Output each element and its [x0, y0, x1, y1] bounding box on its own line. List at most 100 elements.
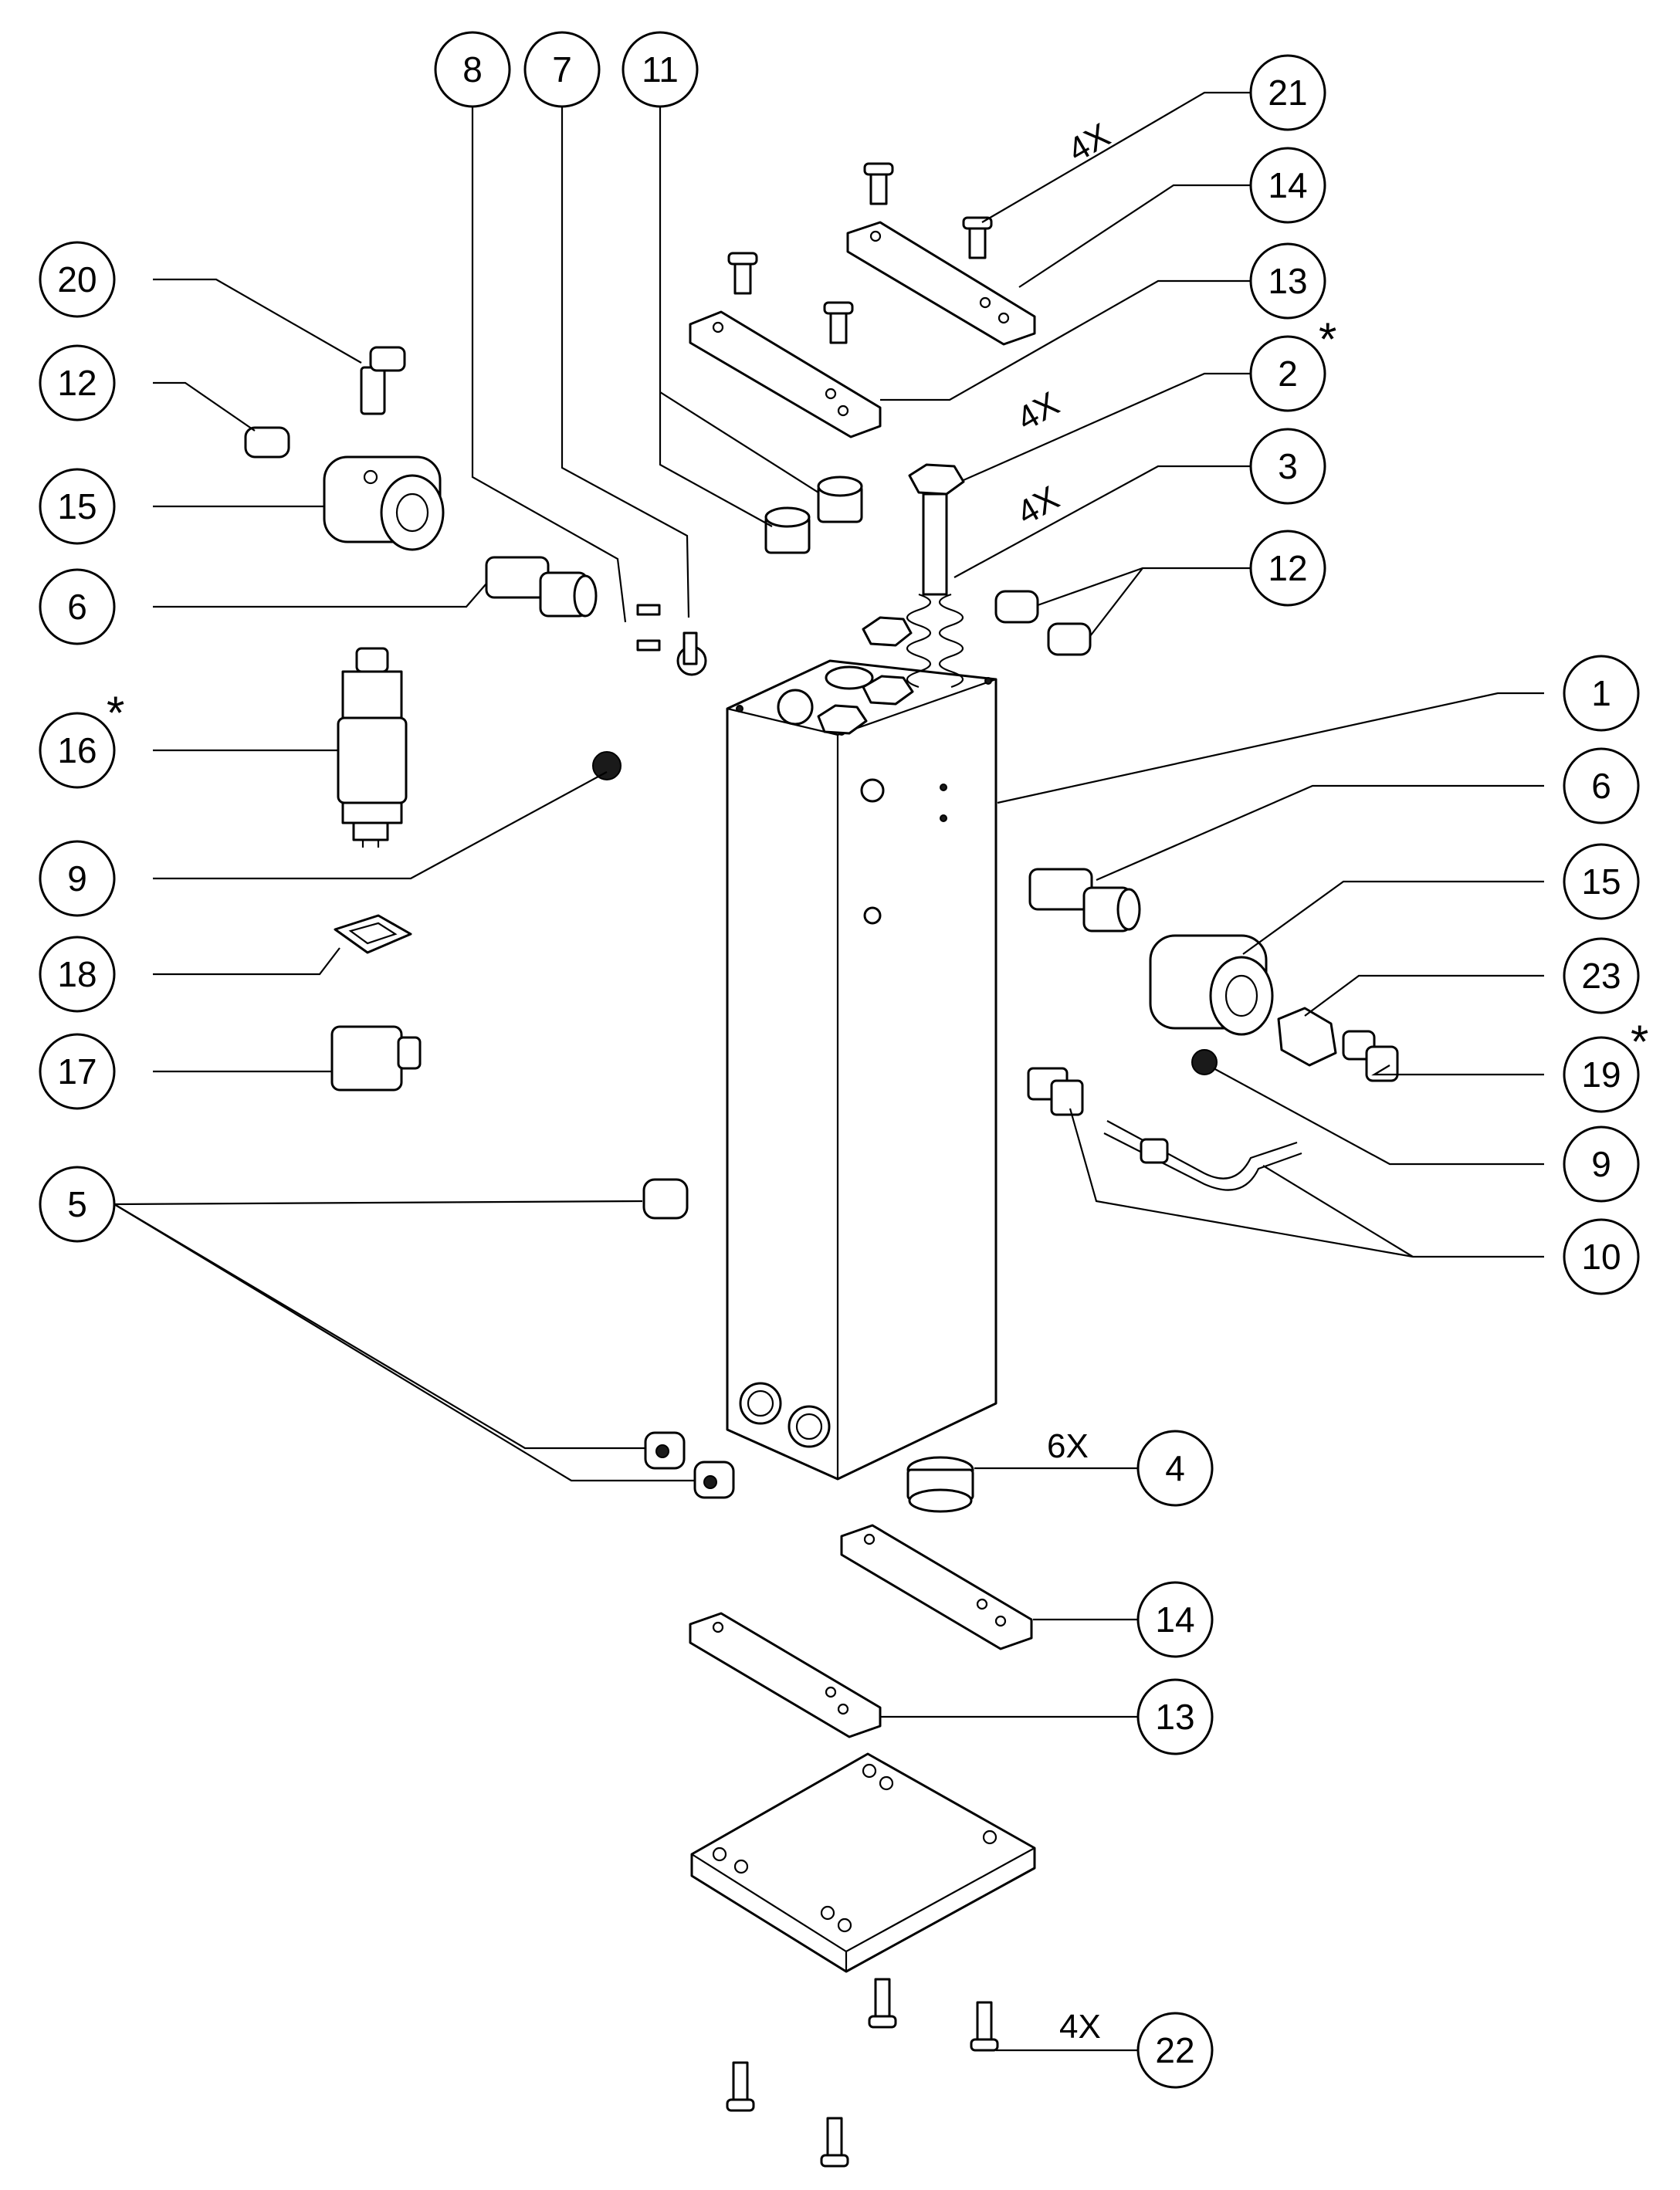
callout-14-top: 14	[1249, 147, 1326, 224]
callout-4: 4	[1136, 1430, 1214, 1507]
callout-label: 8	[462, 49, 483, 90]
callout-label: 17	[57, 1051, 97, 1092]
callout-9-right: 9	[1563, 1125, 1640, 1203]
asterisk-callout-16: *	[107, 687, 124, 739]
callout-10: 10	[1563, 1218, 1640, 1295]
part-6-left-stem	[485, 556, 598, 618]
callout-label: 12	[1268, 548, 1307, 588]
part-16-pressure-switch	[337, 647, 408, 848]
callout-2: 2	[1249, 335, 1326, 412]
callout-7: 7	[523, 31, 601, 108]
callout-label: 15	[1581, 861, 1621, 902]
part-14-bottom-bracket	[840, 1524, 1033, 1650]
part-9-left-filter	[592, 751, 622, 780]
callout-label: 16	[57, 730, 97, 770]
part-13-top-bracket	[689, 310, 882, 438]
part-11-plugs	[764, 476, 863, 554]
callout-13-bottom: 13	[1136, 1678, 1214, 1755]
part-2-valve-cap	[908, 463, 965, 596]
part-14-top-bracket	[846, 221, 1036, 346]
callout-label: 10	[1581, 1237, 1621, 1277]
qty-label-4: 6X	[1047, 1427, 1089, 1465]
callout-18: 18	[39, 936, 116, 1013]
callout-label: 4	[1165, 1448, 1185, 1488]
callout-23: 23	[1563, 937, 1640, 1014]
callout-label: 2	[1278, 354, 1298, 394]
callout-label: 9	[1591, 1144, 1611, 1184]
part-21-screws	[727, 162, 993, 344]
asterisk-callout-2: *	[1319, 313, 1336, 365]
callout-12-right: 12	[1249, 530, 1326, 607]
callout-9-left: 9	[39, 840, 116, 917]
part-15-right-coil	[1149, 934, 1274, 1036]
callout-8: 8	[434, 31, 511, 108]
part-18-gasket	[334, 914, 412, 954]
callout-22: 22	[1136, 2012, 1214, 2089]
leader-lines	[113, 91, 1544, 2052]
callout-label: 12	[57, 363, 97, 403]
part-13-bottom-bracket	[689, 1612, 882, 1738]
part-9-right-filter	[1191, 1049, 1218, 1075]
part-7-small-valve	[676, 631, 707, 676]
part-12-right-plugs	[994, 590, 1092, 656]
part-4-plug	[906, 1456, 974, 1513]
callout-label: 23	[1581, 956, 1621, 996]
callout-label: 9	[67, 858, 87, 899]
callout-label: 15	[57, 486, 97, 526]
callout-label: 21	[1268, 73, 1307, 113]
asterisk-callout-19: *	[1631, 1016, 1648, 1068]
part-10-tube-fitting	[1027, 1067, 1302, 1191]
callout-label: 6	[67, 587, 87, 627]
callout-17: 17	[39, 1033, 116, 1110]
callout-label: 18	[57, 954, 97, 994]
callout-label: 19	[1581, 1054, 1621, 1095]
callout-label: 11	[642, 49, 679, 90]
callout-label: 14	[1268, 165, 1307, 205]
part-20-elbow-fitting	[360, 346, 406, 415]
callout-label: 13	[1155, 1697, 1194, 1737]
callout-label: 14	[1155, 1599, 1194, 1640]
callout-1: 1	[1563, 655, 1640, 732]
callout-19: 19	[1563, 1036, 1640, 1113]
callout-13-top: 13	[1249, 242, 1326, 320]
qty-label-21: 4X	[1062, 116, 1116, 169]
part-6-right-stem	[1028, 868, 1141, 933]
callout-5: 5	[39, 1166, 116, 1243]
callout-3: 3	[1249, 428, 1326, 505]
part-22-screws	[726, 1978, 999, 2168]
callout-label: 20	[57, 259, 97, 300]
callout-20: 20	[39, 241, 116, 318]
callout-11: 11	[622, 31, 699, 108]
top-hex-nuts	[817, 616, 914, 735]
part-3-spring	[906, 593, 964, 689]
callout-14-bottom: 14	[1136, 1581, 1214, 1658]
part-23-adapter	[1277, 1007, 1337, 1067]
qty-label-2: 4X	[1011, 384, 1065, 438]
callout-label: 5	[67, 1184, 87, 1224]
callout-label: 13	[1268, 261, 1307, 301]
callout-label: 22	[1155, 2030, 1194, 2070]
part-5-plugs	[642, 1178, 735, 1499]
callout-16: 16	[39, 712, 116, 789]
callout-21: 21	[1249, 54, 1326, 131]
part-12-left-plug	[244, 426, 290, 459]
callout-12-left: 12	[39, 344, 116, 421]
part-1-manifold-block	[726, 659, 998, 1481]
callout-15-right: 15	[1563, 843, 1640, 920]
callout-15-left: 15	[39, 468, 116, 545]
callout-label: 7	[552, 49, 572, 90]
part-15-left-coil	[323, 455, 445, 551]
qty-label-22: 4X	[1059, 2008, 1101, 2046]
callout-label: 6	[1591, 766, 1611, 806]
base-plate	[690, 1752, 1036, 1973]
callout-label: 3	[1278, 446, 1298, 486]
callout-label: 1	[1591, 673, 1611, 713]
qty-label-3: 4X	[1011, 479, 1065, 532]
part-8-small-screws	[636, 604, 661, 652]
callout-6-right: 6	[1563, 747, 1640, 824]
part-19-elbow	[1342, 1030, 1399, 1082]
callout-6-left: 6	[39, 568, 116, 645]
part-17-connector	[330, 1025, 422, 1092]
